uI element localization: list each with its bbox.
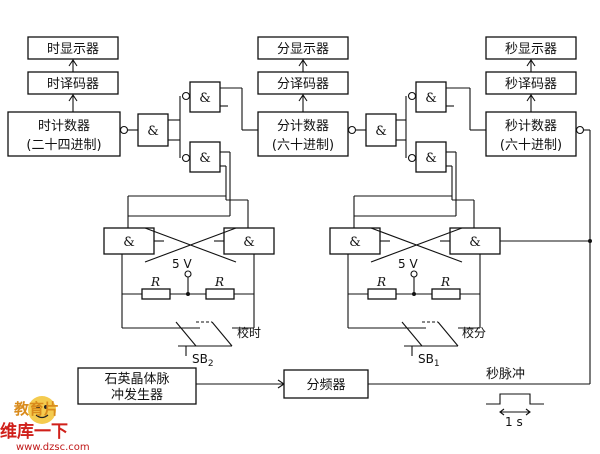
minute-set-latch: & & 5 V R R 校分 SB1	[329, 195, 592, 369]
switch-hour-name: SB2	[192, 352, 214, 369]
second-chain: 秒显示器 秒译码器 秒计数器 (六十进制)	[470, 36, 591, 384]
second-pulse-label: 秒脉冲	[486, 367, 525, 382]
resistor-label: R	[376, 275, 386, 289]
nand-gate	[223, 227, 275, 255]
watermark-logo: 教育片	[13, 400, 59, 418]
resistor-label: R	[214, 275, 224, 289]
hour-decoder-label: 时译码器	[47, 77, 99, 92]
nand-symbol: &	[199, 151, 211, 166]
pulse-period-label: 1 s	[505, 415, 523, 429]
nand-gate	[365, 113, 397, 147]
crystal-oscillator-label: 石英晶体脉	[104, 372, 169, 387]
hour-counter-label: 时计数器	[38, 119, 90, 134]
switch-minute-label: 校分	[462, 325, 486, 340]
switch-contact	[401, 321, 423, 347]
crystal-oscillator-box	[77, 367, 197, 405]
mascot-icon	[28, 396, 56, 424]
hour-clock-gates: & & &	[119, 81, 243, 216]
pulse-waveform	[486, 393, 544, 405]
watermark: 教育片 维库一下 www.dzsc.com	[0, 396, 90, 453]
nand-symbol: &	[375, 124, 387, 139]
hour-set-latch: & & 5 V R R 校时 SB2	[103, 195, 275, 369]
hour-display-label: 时显示器	[47, 42, 99, 57]
watermark-url: www.dzsc.com	[16, 442, 90, 453]
nand-symbol: &	[199, 91, 211, 106]
nand-gate	[137, 113, 169, 147]
resistor	[205, 288, 235, 300]
resistor	[141, 288, 171, 300]
nand-gate	[415, 81, 447, 113]
hour-counter-base: (二十四进制)	[26, 138, 101, 153]
second-display-label: 秒显示器	[505, 42, 557, 57]
nand-symbol: &	[243, 235, 255, 250]
minute-decoder-label: 分译码器	[277, 77, 329, 92]
frequency-divider-label: 分频器	[306, 378, 345, 393]
second-counter-box	[485, 111, 577, 157]
nand-gate	[449, 227, 501, 255]
minute-display-label: 分显示器	[277, 42, 329, 57]
nand-symbol: &	[123, 235, 135, 250]
minute-chain: 分显示器 分译码器 分计数器 (六十进制)	[242, 36, 349, 157]
nand-symbol: &	[425, 151, 437, 166]
inverter-bubble	[119, 125, 129, 135]
resistor-label: R	[150, 275, 160, 289]
timebase: 石英晶体脉 冲发生器 分频器 秒脉冲 1 s	[77, 367, 590, 429]
minute-counter-box	[257, 111, 349, 157]
switch-hour-label: 校时	[237, 325, 261, 340]
nand-symbol: &	[425, 91, 437, 106]
resistor-label: R	[440, 275, 450, 289]
watermark-title: 维库一下	[0, 421, 68, 442]
hour-counter-box	[7, 111, 121, 157]
switch-minute-name: SB1	[418, 352, 440, 369]
minute-clock-gates: & & &	[347, 81, 471, 216]
nand-symbol: &	[349, 235, 361, 250]
supply-label: 5 V	[398, 257, 418, 271]
nand-gate	[189, 81, 221, 113]
nand-symbol: &	[469, 235, 481, 250]
hour-chain: 时显示器 时译码器 时计数器 (二十四进制)	[7, 36, 121, 157]
minute-counter-base: (六十进制)	[272, 138, 334, 153]
nand-gate	[103, 227, 155, 255]
resistor	[367, 288, 397, 300]
minute-counter-label: 分计数器	[277, 119, 329, 134]
nand-gate	[189, 141, 221, 173]
second-decoder-label: 秒译码器	[505, 77, 557, 92]
supply-label: 5 V	[172, 257, 192, 271]
second-counter-label: 秒计数器	[505, 119, 557, 134]
nand-symbol: &	[147, 124, 159, 139]
frequency-divider-box	[283, 369, 369, 399]
nand-gate	[415, 141, 447, 173]
second-counter-base: (六十进制)	[500, 138, 562, 153]
switch-contact	[175, 321, 197, 347]
crystal-oscillator-label-2: 冲发生器	[111, 387, 163, 403]
resistor	[431, 288, 461, 300]
